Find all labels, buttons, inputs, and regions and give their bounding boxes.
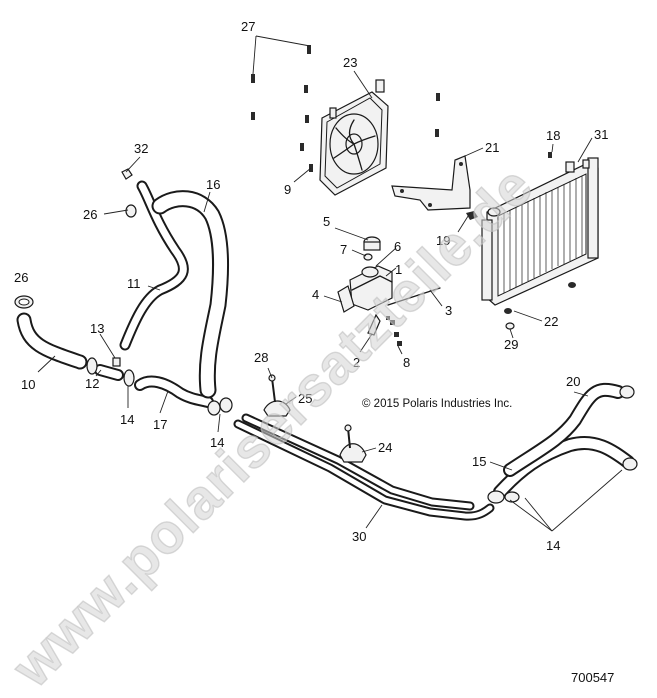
callout-30: 30 [352,529,366,544]
clamps [14,168,638,504]
callout-27: 27 [241,19,255,34]
coolant-tank-1 [337,236,402,346]
callout-26-upper: 26 [83,207,97,222]
callout-14-c: 14 [546,538,560,553]
callout-11: 11 [127,276,141,291]
callout-3: 3 [445,303,452,318]
clamp-26-upper [125,204,137,218]
callout-23: 23 [343,55,357,70]
hose-15 [493,435,635,499]
callout-5: 5 [323,214,330,229]
callout-14-b: 14 [210,435,224,450]
callout-6: 6 [394,239,401,254]
callout-31: 31 [594,127,608,142]
callout-2: 2 [353,355,360,370]
clamp-25 [263,400,291,417]
hose-12 [94,364,124,381]
pipe-30 [233,413,495,521]
clamp-24 [339,443,367,463]
figure-number: 700547 [571,670,614,685]
bracket-21 [391,155,471,211]
clamp-14-b [123,369,135,387]
clamp-14-f [622,457,638,471]
fan-assembly-23 [319,79,389,196]
callout-10: 10 [21,377,35,392]
hoses [16,180,635,521]
callout-22: 22 [544,314,558,329]
overflow-tube-3 [387,287,441,306]
callout-13: 13 [90,321,104,336]
leader-lines [37,35,623,532]
clamp-14-a [86,357,98,375]
watermark-text: www.polarisersatzteile.de [0,154,545,698]
callout-24: 24 [378,440,392,455]
callout-29: 29 [504,337,518,352]
clip-32 [121,168,133,180]
hose-10 [16,312,88,370]
radiator-31 [466,152,599,330]
bolt-28 [268,374,276,403]
callout-32: 32 [134,141,148,156]
clamp-14-c [207,397,233,416]
callout-19: 19 [436,233,450,248]
callout-1: 1 [395,262,402,277]
callout-8: 8 [403,355,410,370]
callout-9: 9 [284,182,291,197]
callout-17: 17 [153,417,167,432]
callout-21: 21 [485,140,499,155]
callout-20: 20 [566,374,580,389]
callout-7: 7 [340,242,347,257]
callout-12: 12 [85,376,99,391]
callout-14-a: 14 [120,412,134,427]
callout-16: 16 [206,177,220,192]
callouts: 27 23 32 16 21 18 31 26 9 5 7 6 19 11 26… [14,19,608,553]
callout-15: 15 [472,454,486,469]
callout-26-left: 26 [14,270,28,285]
bolt-24 [344,424,352,449]
clamp-13 [112,357,121,367]
hose-17 [134,375,214,408]
callout-18: 18 [546,128,560,143]
callout-4: 4 [312,287,319,302]
hose-20 [503,382,625,477]
callout-28: 28 [254,350,268,365]
callout-25: 25 [298,391,312,406]
clamp-14-e [619,385,635,399]
clamp-26-left [14,295,34,309]
copyright-note: © 2015 Polaris Industries Inc. [362,398,512,410]
hose-16 [151,190,229,399]
